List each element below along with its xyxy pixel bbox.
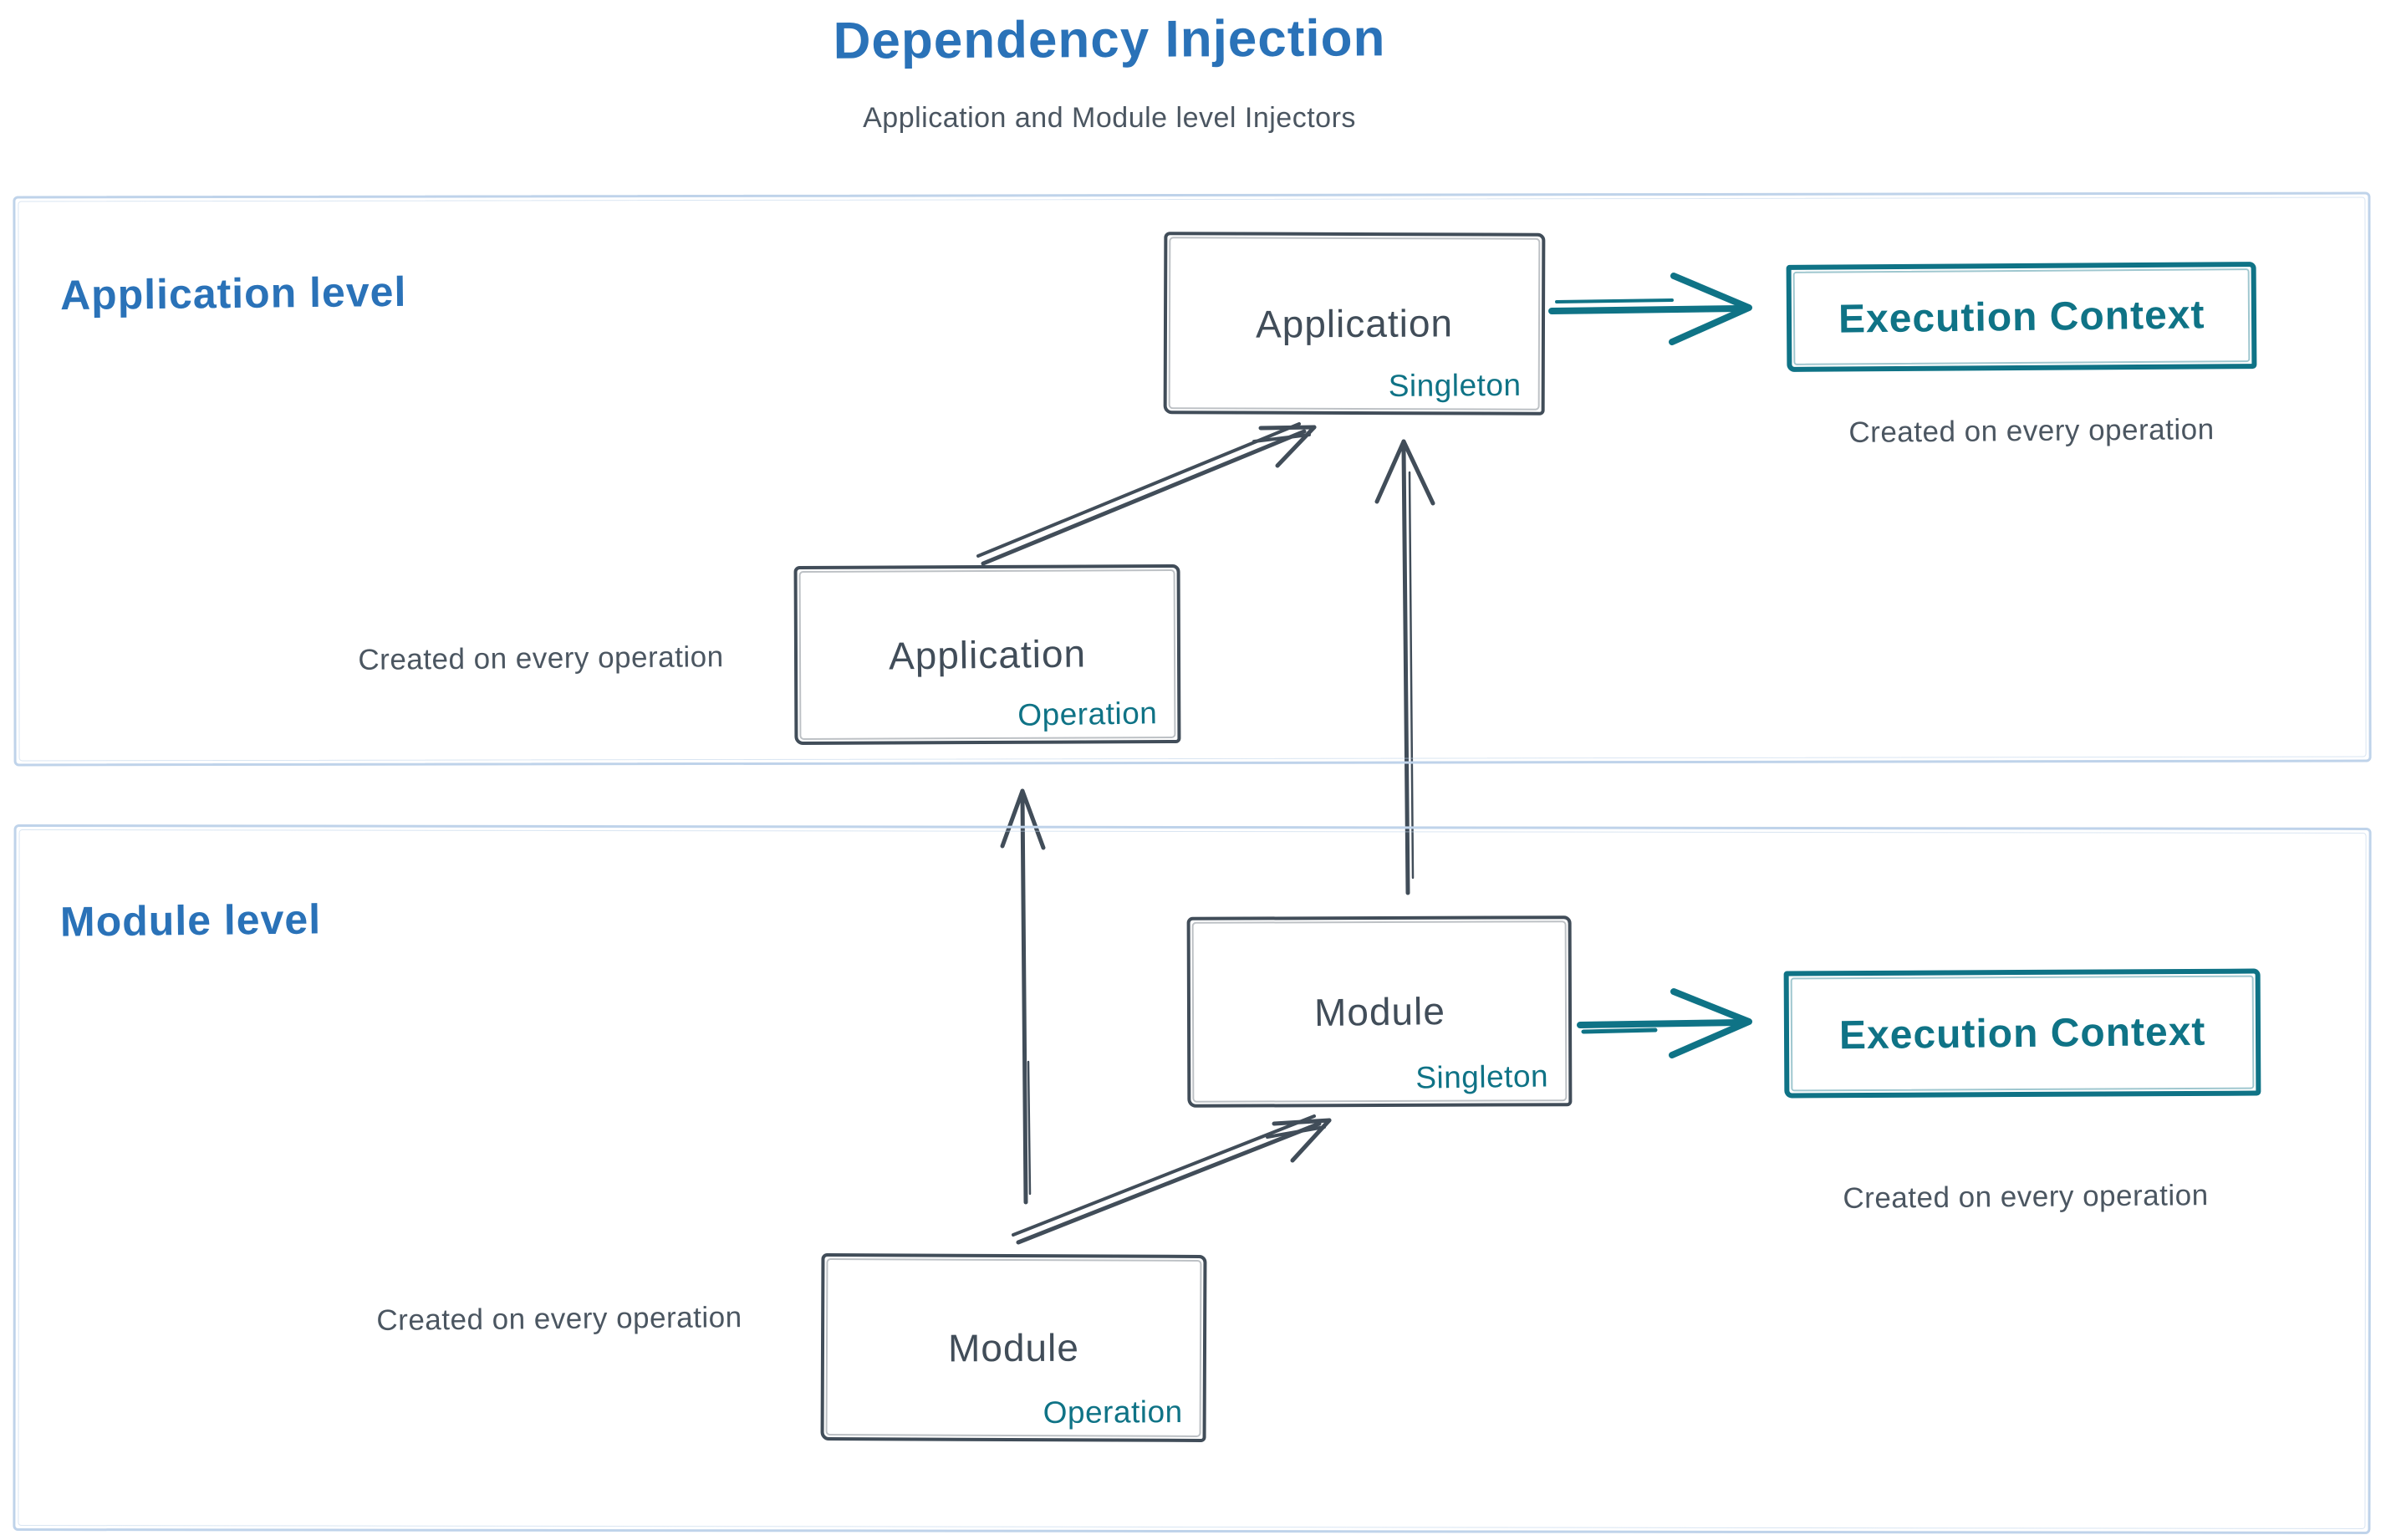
application-singleton-node: Application Singleton	[1163, 232, 1546, 416]
execution-context-application-label: Execution Context	[1838, 292, 2205, 342]
module-singleton-node: Module Singleton	[1186, 915, 1573, 1108]
module-operation-title: Module	[947, 1325, 1080, 1370]
caption-application-operation: Created on every operation	[358, 640, 724, 676]
application-level-label: Application level	[59, 268, 407, 319]
module-operation-node: Module Operation	[820, 1252, 1207, 1443]
caption-execution-context-application: Created on every operation	[1848, 413, 2215, 449]
application-singleton-badge: Singleton	[1388, 367, 1522, 403]
application-operation-node: Application Operation	[793, 563, 1181, 746]
module-operation-badge: Operation	[1043, 1395, 1183, 1430]
diagram-title: Dependency Injection	[833, 9, 1386, 70]
module-singleton-badge: Singleton	[1415, 1058, 1549, 1095]
module-level-label: Module level	[59, 895, 322, 946]
execution-context-module-label: Execution Context	[1838, 1009, 2206, 1058]
application-singleton-title: Application	[1255, 301, 1454, 346]
module-singleton-title: Module	[1313, 989, 1445, 1034]
execution-context-application-box: Execution Context	[1786, 262, 2257, 372]
caption-module-operation: Created on every operation	[376, 1301, 742, 1337]
diagram-subtitle: Application and Module level Injectors	[863, 102, 1356, 134]
application-operation-title: Application	[888, 631, 1087, 678]
caption-execution-context-module: Created on every operation	[1843, 1179, 2209, 1215]
execution-context-module-box: Execution Context	[1783, 968, 2261, 1099]
application-operation-badge: Operation	[1017, 696, 1158, 732]
